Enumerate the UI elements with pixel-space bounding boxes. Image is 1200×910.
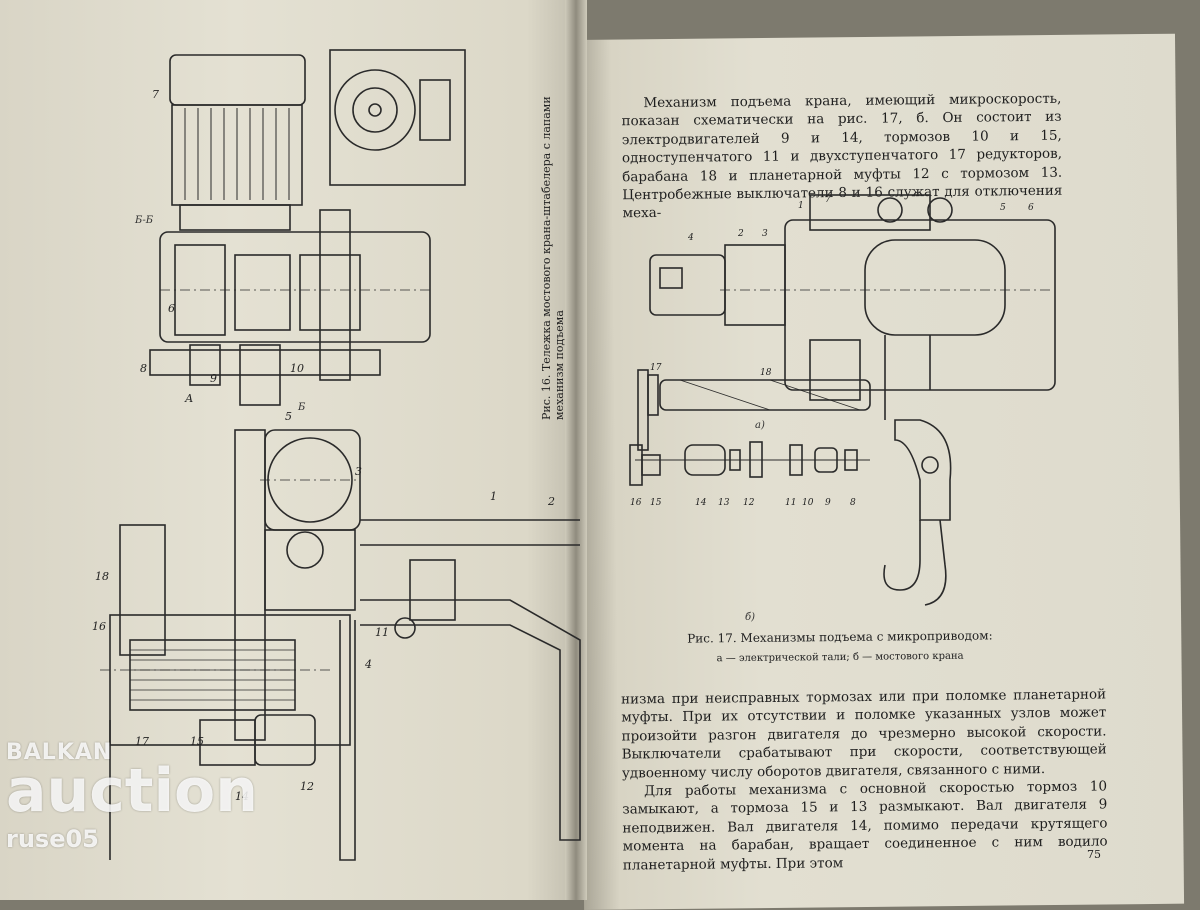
svg-text:12: 12 xyxy=(743,498,755,508)
svg-text:3: 3 xyxy=(762,229,768,239)
svg-text:5: 5 xyxy=(1000,203,1006,213)
svg-text:17: 17 xyxy=(650,363,662,373)
svg-text:11: 11 xyxy=(785,498,796,508)
svg-text:15: 15 xyxy=(650,498,662,508)
figure-16-caption-line2: механизм подъема xyxy=(553,310,566,420)
figure-17-caption: Рис. 17. Механизмы подъема с микропривод… xyxy=(660,628,1020,665)
figure-17-caption-title: Рис. 17. Механизмы подъема с микропривод… xyxy=(687,628,993,646)
svg-text:10: 10 xyxy=(290,362,304,375)
svg-text:17: 17 xyxy=(135,735,149,748)
svg-text:16: 16 xyxy=(630,498,642,508)
watermark-bottom: ruse05 xyxy=(6,825,99,853)
paragraph-bottom-text-2: Для работы механизма с основной скорость… xyxy=(622,778,1108,874)
svg-text:14: 14 xyxy=(235,790,249,803)
svg-text:18: 18 xyxy=(760,368,772,378)
svg-text:3: 3 xyxy=(355,465,362,478)
svg-text:1: 1 xyxy=(490,490,497,503)
auction-watermark: BALKAN auction ruse05 xyxy=(6,740,258,853)
book-gutter xyxy=(565,0,587,900)
watermark-top: BALKAN xyxy=(6,740,113,765)
svg-text:11: 11 xyxy=(375,626,389,639)
svg-text:9: 9 xyxy=(825,498,831,508)
svg-text:8: 8 xyxy=(140,362,147,375)
svg-text:2: 2 xyxy=(547,495,555,508)
svg-text:14: 14 xyxy=(695,498,707,508)
svg-text:1: 1 xyxy=(798,201,804,211)
svg-text:18: 18 xyxy=(95,570,109,583)
svg-text:5: 5 xyxy=(285,410,292,423)
svg-text:10: 10 xyxy=(802,498,814,508)
figure-16-caption: Рис. 16. Тележка мостового крана-штабеле… xyxy=(540,96,566,420)
watermark-main: auction xyxy=(6,756,258,826)
crane-trolley-drawing: 7 6 8 9 10 А 3 1 2 5 18 16 11 4 17 15 14… xyxy=(92,49,581,861)
svg-text:6: 6 xyxy=(168,302,175,315)
paragraph-bottom: низма при неисправных тормозах или при п… xyxy=(621,685,1108,874)
svg-text:13: 13 xyxy=(718,498,730,508)
svg-text:2: 2 xyxy=(737,229,744,239)
svg-text:7: 7 xyxy=(825,195,831,205)
svg-text:16: 16 xyxy=(92,620,106,633)
figure-16-caption-line1: Рис. 16. Тележка мостового крана-штабеле… xyxy=(540,96,553,420)
svg-text:А: А xyxy=(184,392,193,405)
svg-text:7: 7 xyxy=(152,88,159,101)
svg-text:8: 8 xyxy=(850,498,856,508)
page-number: 75 xyxy=(1087,848,1101,861)
svg-text:4: 4 xyxy=(687,233,694,243)
paragraph-bottom-text-1: низма при неисправных тормозах или при п… xyxy=(621,686,1107,782)
svg-text:9: 9 xyxy=(210,372,217,385)
figure-a-label: а) xyxy=(755,420,765,431)
section-label: Б-Б xyxy=(135,215,154,226)
section-label-b: Б xyxy=(298,402,306,413)
left-page xyxy=(0,0,585,900)
figure-b-label: б) xyxy=(745,612,756,623)
svg-text:15: 15 xyxy=(190,735,204,748)
svg-text:6: 6 xyxy=(1028,203,1034,213)
svg-text:4: 4 xyxy=(364,658,372,671)
svg-text:12: 12 xyxy=(300,780,314,793)
